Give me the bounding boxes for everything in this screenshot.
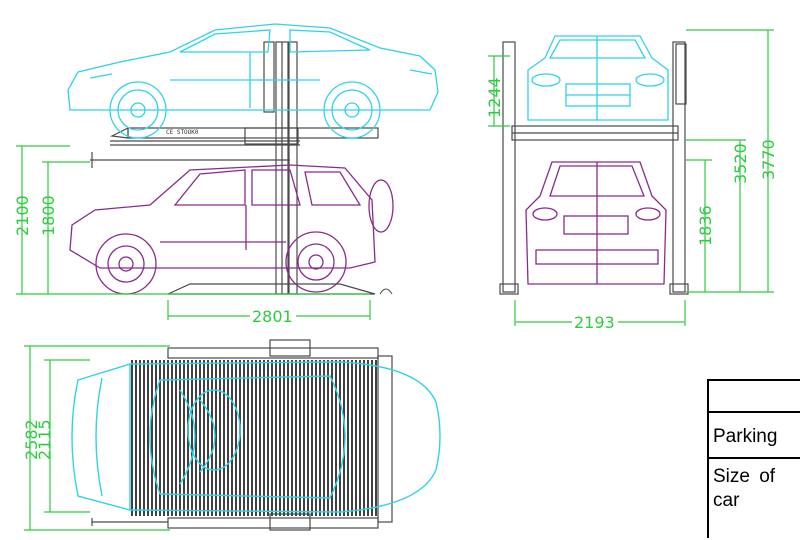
top-view: 2582 2115	[22, 339, 441, 531]
dim-1800: 1800	[39, 195, 58, 236]
spec-row-header	[709, 381, 800, 413]
dim-2582: 2582	[22, 419, 41, 460]
side-dimension-lines	[16, 145, 371, 320]
dim-2100: 2100	[13, 195, 32, 236]
side-upper-car	[67, 23, 439, 139]
dim-2801: 2801	[252, 307, 293, 326]
spec-table: Parking Size of car	[707, 379, 800, 538]
front-lower-car	[525, 161, 667, 285]
spec-row-parking-label: Parking	[713, 426, 778, 447]
side-upper-platform	[90, 127, 379, 168]
top-car	[71, 361, 441, 513]
front-posts	[499, 41, 689, 295]
top-deck-slats	[131, 360, 377, 516]
front-view: 1244 1836 3520 3770 2193	[485, 29, 778, 332]
side-ramp-mark	[379, 288, 393, 295]
spec-row-parking: Parking	[709, 413, 800, 459]
top-frame	[91, 339, 393, 531]
front-dimension-lines	[488, 29, 774, 326]
dim-3770: 3770	[759, 139, 778, 180]
side-lower-car	[69, 164, 394, 295]
dim-1244: 1244	[485, 77, 504, 118]
side-base-plate	[167, 283, 376, 295]
top-dimension-lines	[24, 345, 170, 531]
spec-row-size: Size of car	[709, 459, 800, 540]
front-upper-car	[527, 35, 669, 121]
dim-2193: 2193	[574, 313, 615, 332]
front-upper-deck	[511, 125, 679, 141]
dim-3520: 3520	[731, 143, 750, 184]
dim-1836: 1836	[696, 205, 715, 246]
side-platform-plate: CE STOOK0	[166, 129, 199, 136]
side-view: CE STOOK0	[13, 23, 439, 326]
spec-row-size-label: Size of car	[713, 466, 776, 511]
dim-2115: 2115	[35, 419, 54, 460]
